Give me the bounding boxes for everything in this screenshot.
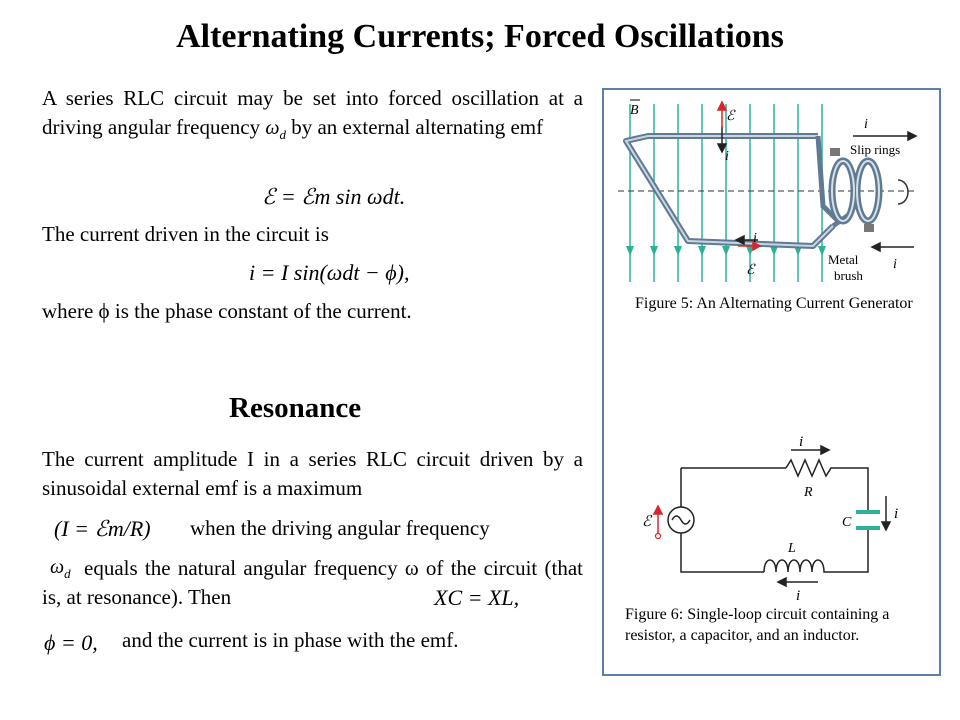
current-equation: i = I sin(ωdt − ϕ),: [249, 260, 410, 285]
figure-frame: [602, 88, 941, 676]
resistor: [785, 458, 836, 478]
label-slip-rings: Slip rings: [850, 142, 900, 157]
label-i-3: i: [753, 231, 757, 246]
resonance-text-4: and the current is in phase with the emf…: [122, 628, 459, 652]
label-i-4: i: [893, 257, 897, 272]
page-title: Alternating Currents; Forced Oscillation…: [176, 18, 784, 55]
fig6-label-emf: ℰ: [642, 514, 653, 530]
phi-zero-equation: ϕ = 0,: [44, 630, 98, 655]
intro-current-text: The current driven in the circuit is: [42, 222, 329, 246]
max-current-equation: (I = ℰm/R): [54, 516, 151, 541]
label-B: B: [630, 103, 639, 118]
fig6-label-i-right: i: [894, 506, 898, 522]
fig6-label-i-bottom: i: [796, 588, 800, 602]
label-metal: Metal: [828, 252, 859, 267]
resonance-paragraph-1: The current amplitude I in a series RLC …: [42, 447, 583, 500]
resonance-heading: Resonance: [229, 392, 362, 424]
capacitor: [856, 510, 880, 530]
figure6-caption: Figure 6: Single-loop circuit containing…: [625, 606, 890, 644]
label-emf-top: ℰ: [726, 109, 736, 124]
fig6-label-L: L: [787, 541, 796, 556]
resonance-paragraph-3: equals the natural angular frequency ω o…: [42, 556, 583, 609]
fig6-label-R: R: [803, 485, 813, 500]
emf-arrows: [716, 100, 762, 252]
resonance-text-2: when the driving angular frequency: [190, 516, 490, 540]
intro-text-1: A series RLC circuit may be set into for…: [42, 86, 583, 139]
rlc-circuit-figure: i R C i L i ℰ: [642, 434, 898, 602]
emf-equation: ℰ = ℰm sin ωdt.: [262, 184, 406, 209]
emf-arrow: [652, 504, 664, 534]
omega-d-symbol: ωd: [265, 117, 286, 142]
fig6-label-i-top: i: [799, 434, 803, 450]
reactance-equation: XC = XL,: [434, 585, 520, 610]
omega-d-symbol-2: ωd: [50, 556, 71, 581]
phase-constant-text: where ϕ is the phase constant of the cur…: [42, 299, 412, 323]
intro-paragraph-1: A series RLC circuit may be set into for…: [42, 84, 583, 149]
inductor: [763, 559, 828, 573]
fig6-label-C: C: [842, 515, 852, 530]
ac-source: [667, 506, 695, 534]
label-i-2: i: [864, 117, 868, 132]
label-brush: brush: [834, 268, 863, 283]
label-emf-bottom: ℰ: [746, 263, 756, 278]
label-i-1: i: [725, 149, 729, 164]
intro-text-2: by an external alternating emf: [291, 115, 544, 139]
ac-generator-figure: B ℰ i i Slip rings i ℰ Metal brush i: [618, 99, 918, 283]
figure5-caption: Figure 5: An Alternating Current Generat…: [635, 295, 913, 312]
